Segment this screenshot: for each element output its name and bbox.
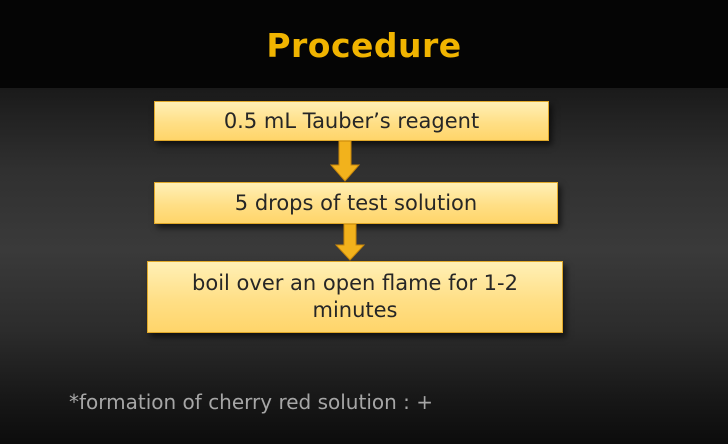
step-box-reagent: 0.5 mL Tauber’s reagent [154,101,549,141]
down-arrow-icon [335,224,365,261]
step-label: 0.5 mL Tauber’s reagent [223,108,480,133]
slide-title: Procedure [266,26,462,65]
down-arrow-icon [330,141,360,182]
step-box-boil: boil over an open flame for 1-2 minutes [147,261,563,333]
step-label: 5 drops of test solution [234,190,478,215]
step-box-test-solution: 5 drops of test solution [154,182,558,224]
title-band [0,0,728,88]
step-label: boil over an open flame for 1-2 minutes [192,271,518,322]
result-note: *formation of cherry red solution : + [69,390,434,414]
